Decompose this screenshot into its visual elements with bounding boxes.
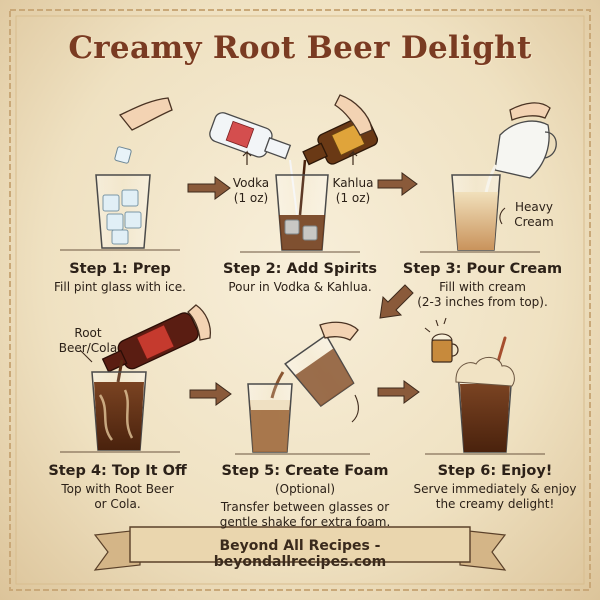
step5-illustration <box>235 321 370 455</box>
poster-border <box>9 9 591 591</box>
step1-illustration <box>60 97 180 251</box>
step-6: Step 6: Enjoy! Serve immediately & enjoy… <box>405 462 585 512</box>
step-5-heading: Step 5: Create Foam (Optional) <box>200 462 410 498</box>
kahlua-label: Kahlua (1 oz) <box>330 176 376 206</box>
footer-credit: Beyond All Recipes - beyondallrecipes.co… <box>213 538 387 570</box>
step-5: Step 5: Create Foam (Optional) Transfer … <box>200 462 410 530</box>
arrow-right-icon <box>189 382 232 406</box>
step2-illustration <box>209 94 379 253</box>
kahlua-label-amount: (1 oz) <box>335 191 371 205</box>
hand-icon <box>334 94 373 136</box>
step-2-title: Step 2: Add Spirits <box>222 261 378 277</box>
root-beer-liquid <box>94 382 144 450</box>
arrow-right-icon <box>377 380 420 404</box>
arrow-up-icon <box>242 150 252 165</box>
cream-jug-icon <box>494 120 550 179</box>
foam-layer <box>250 400 290 410</box>
arrow-right-icon <box>187 176 231 200</box>
footer-ribbon <box>93 526 507 571</box>
step-4: Step 4: Top It Off Top with Root Beer or… <box>30 462 205 512</box>
arrow-down-left-icon <box>379 284 414 319</box>
step-4-text-2: or Cola. <box>94 497 141 511</box>
poster-inner-border <box>15 15 585 585</box>
hand-icon <box>509 102 551 121</box>
vodka-label-name: Vodka <box>232 176 270 190</box>
root-beer-label-line1: Root <box>74 326 102 340</box>
hand-icon <box>319 321 359 341</box>
step-1: Step 1: Prep Fill pint glass with ice. <box>35 260 205 295</box>
hand-icon <box>187 304 212 341</box>
step-4-title: Step 4: Top It Off <box>48 463 187 479</box>
vodka-label: Vodka (1 oz) <box>230 176 272 206</box>
heavy-cream-label-line2: Cream <box>514 215 554 229</box>
step-3-text-2: (2-3 inches from top). <box>417 295 548 309</box>
ice-cube-icon <box>102 194 120 212</box>
ice-cube-icon <box>284 219 300 235</box>
root-beer-liquid <box>460 384 510 452</box>
heavy-cream-label: Heavy Cream <box>510 200 558 230</box>
ice-cube-icon <box>106 213 124 231</box>
step-6-title: Step 6: Enjoy! <box>437 463 553 479</box>
step3-illustration <box>420 102 557 253</box>
step-3: Step 3: Pour Cream Fill with cream (2-3 … <box>395 260 570 310</box>
ice-cube-icon <box>302 225 318 241</box>
step-5-title: Step 5: Create Foam <box>221 463 389 479</box>
vodka-label-amount: (1 oz) <box>233 191 269 205</box>
step-1-text: Fill pint glass with ice. <box>54 280 186 294</box>
step-4-text-1: Top with Root Beer <box>61 482 174 496</box>
root-beer-bottle-icon <box>101 312 199 373</box>
page-title: Creamy Root Beer Delight <box>68 30 532 66</box>
pouring-glass-icon <box>284 334 355 408</box>
beer-mug-icon <box>424 317 459 363</box>
root-beer-label-line2: Beer/Cola <box>58 341 118 355</box>
ice-cube-icon <box>121 189 139 207</box>
step6-illustration <box>424 317 545 455</box>
cream-liquid <box>454 192 498 250</box>
foam-icon <box>455 357 515 387</box>
step-6-text-2: the creamy delight! <box>435 497 555 511</box>
step-3-text-1: Fill with cream <box>439 280 526 294</box>
cream-swirl <box>98 389 134 441</box>
heavy-cream-label-line1: Heavy <box>515 200 553 214</box>
hand-icon <box>118 97 173 131</box>
step-3-title: Step 3: Pour Cream <box>402 261 563 277</box>
step4-illustration <box>60 304 212 453</box>
root-beer-label: Root Beer/Cola <box>56 326 120 356</box>
arrow-up-icon <box>348 150 358 165</box>
ice-cube-icon <box>114 146 132 164</box>
step-6-text-1: Serve immediately & enjoy <box>413 482 577 496</box>
ice-cube-icon <box>111 229 129 245</box>
vodka-bottle-icon <box>209 112 292 160</box>
step-5-optional: (Optional) <box>274 482 336 496</box>
arrow-right-icon <box>377 172 418 196</box>
step-5-text-1: Transfer between glasses or <box>220 500 390 514</box>
step-2: Step 2: Add Spirits Pour in Vodka & Kahl… <box>215 260 385 295</box>
step-2-text: Pour in Vodka & Kahlua. <box>228 280 372 294</box>
step-5-text-2: gentle shake for extra foam. <box>219 515 391 529</box>
ice-cube-icon <box>124 211 142 229</box>
step-1-title: Step 1: Prep <box>69 261 171 277</box>
kahlua-label-name: Kahlua <box>332 176 374 190</box>
mixed-liquid <box>250 400 290 452</box>
